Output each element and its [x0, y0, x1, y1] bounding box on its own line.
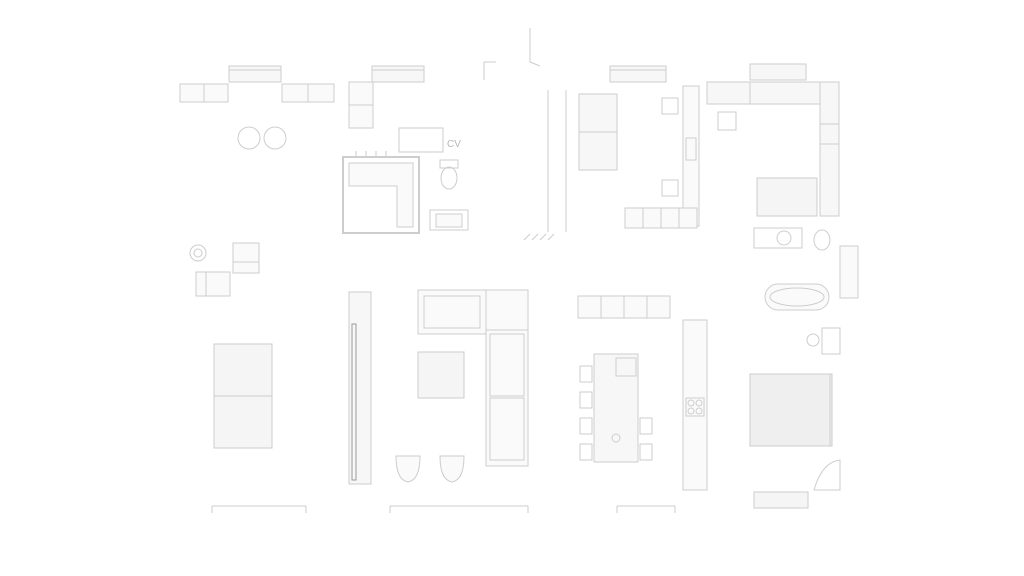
side-chair: [717, 111, 737, 131]
kitchen-island: [593, 353, 639, 463]
corridor-wall: [523, 90, 567, 241]
bottom-window-center: [389, 505, 529, 513]
wall-cabinet: [348, 81, 374, 129]
bathroom-fixtures-right: [753, 227, 859, 299]
dining-table-left: [213, 343, 273, 449]
round-stools: [237, 126, 287, 150]
drawer-units: [624, 207, 698, 229]
kitchen-counter-column: [682, 319, 708, 491]
entry-door-frame: [483, 28, 541, 80]
bench: [753, 491, 809, 509]
queen-bed: [749, 373, 833, 447]
round-side-table: [806, 327, 841, 355]
tv-console: [348, 291, 372, 485]
toilet-icon: [439, 159, 459, 190]
counter-top: [398, 127, 444, 153]
sectional-sofa: [417, 289, 529, 467]
bar-stools: [579, 365, 653, 461]
desk: [756, 177, 818, 217]
bathtub: [764, 283, 830, 311]
top-window-center-right: [609, 65, 667, 83]
armchair: [232, 242, 260, 274]
ottoman: [195, 271, 231, 297]
bedroom-door-arc: [813, 459, 841, 491]
sink-icon: [429, 209, 469, 231]
bottom-window-left: [211, 505, 307, 513]
shower-area: [342, 151, 420, 234]
kitchen-upper-cabinets: [577, 295, 671, 319]
plant-icon: [189, 244, 207, 262]
l-shaped-wardrobe: [706, 81, 840, 217]
lounge-chairs: [395, 455, 465, 483]
top-window-left: [228, 65, 282, 83]
upper-cabinets-left: [179, 83, 335, 103]
small-chairs: [661, 97, 679, 197]
top-window-right: [749, 63, 807, 81]
washer-label: CV: [447, 139, 461, 150]
wardrobe-column: [682, 85, 700, 227]
coffee-table: [417, 351, 465, 399]
top-window-center-left: [371, 65, 425, 83]
double-bed: [578, 93, 618, 171]
bottom-window-right: [616, 505, 676, 513]
